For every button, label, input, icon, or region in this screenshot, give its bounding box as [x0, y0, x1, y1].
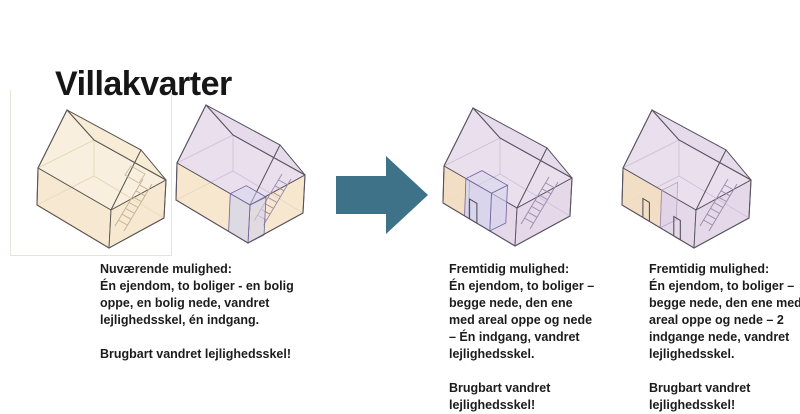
- house-silhouette: [175, 104, 306, 244]
- page-title: Villakvarter: [55, 64, 232, 103]
- stairs-icon: [520, 176, 559, 230]
- caption-future-two-entrances: Fremtidig mulighed: Én ejendom, to bolig…: [649, 262, 800, 412]
- house-isometric-future-two-entrances: [621, 109, 752, 249]
- transition-arrow: [336, 156, 428, 234]
- stairs-icon: [114, 178, 153, 232]
- house-diagram-future-one-entrance: [417, 88, 577, 253]
- caption-current: Nuværende mulighed: Én ejendom, to bolig…: [100, 262, 294, 361]
- right-arrow-shape: [336, 156, 428, 234]
- caption-future-one-entrance: Fremtidig mulighed: Én ejendom, to bolig…: [449, 262, 595, 412]
- stairs-icon: [699, 178, 738, 232]
- house-isometric-future-one-entrance: [442, 107, 573, 247]
- house-silhouette: [621, 109, 752, 249]
- right-arrow-icon: [336, 156, 428, 234]
- house-isometric-current: [36, 109, 167, 249]
- house-isometric-current-divided: [175, 104, 306, 244]
- stair-opening: [124, 165, 146, 184]
- house-silhouette: [36, 109, 167, 249]
- house-diagram-current-divided: [150, 85, 310, 250]
- house-silhouette: [442, 107, 573, 247]
- house-diagram-current: [10, 90, 172, 256]
- house-diagram-future-two-entrances: [596, 90, 756, 255]
